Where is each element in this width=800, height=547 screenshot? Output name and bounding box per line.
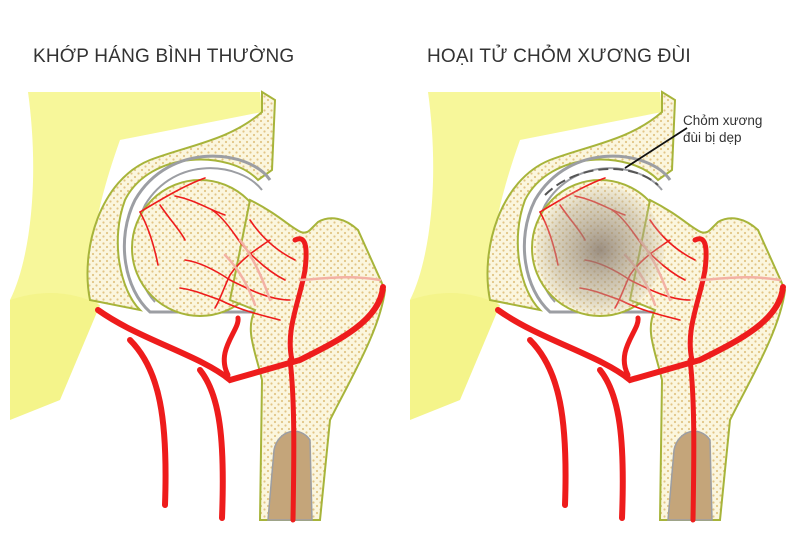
necrotic-region xyxy=(536,186,664,314)
necrosis-hip-title: HOẠI TỬ CHỎM XƯƠNG ĐÙI xyxy=(427,46,691,67)
normal-hip-joint-illustration xyxy=(0,0,400,547)
normal-hip-title: KHỚP HÁNG BÌNH THƯỜNG xyxy=(33,46,295,67)
annotation-line-1: Chỏm xương xyxy=(683,113,763,128)
annotation-line-2: đùi bị dẹp xyxy=(683,130,742,145)
femoral-head-necrosis-illustration xyxy=(400,0,800,547)
flattened-head-line xyxy=(544,168,659,196)
annotation-pointer xyxy=(624,127,688,169)
flattened-head-annotation: Chỏm xương đùi bị dẹp xyxy=(683,112,762,146)
